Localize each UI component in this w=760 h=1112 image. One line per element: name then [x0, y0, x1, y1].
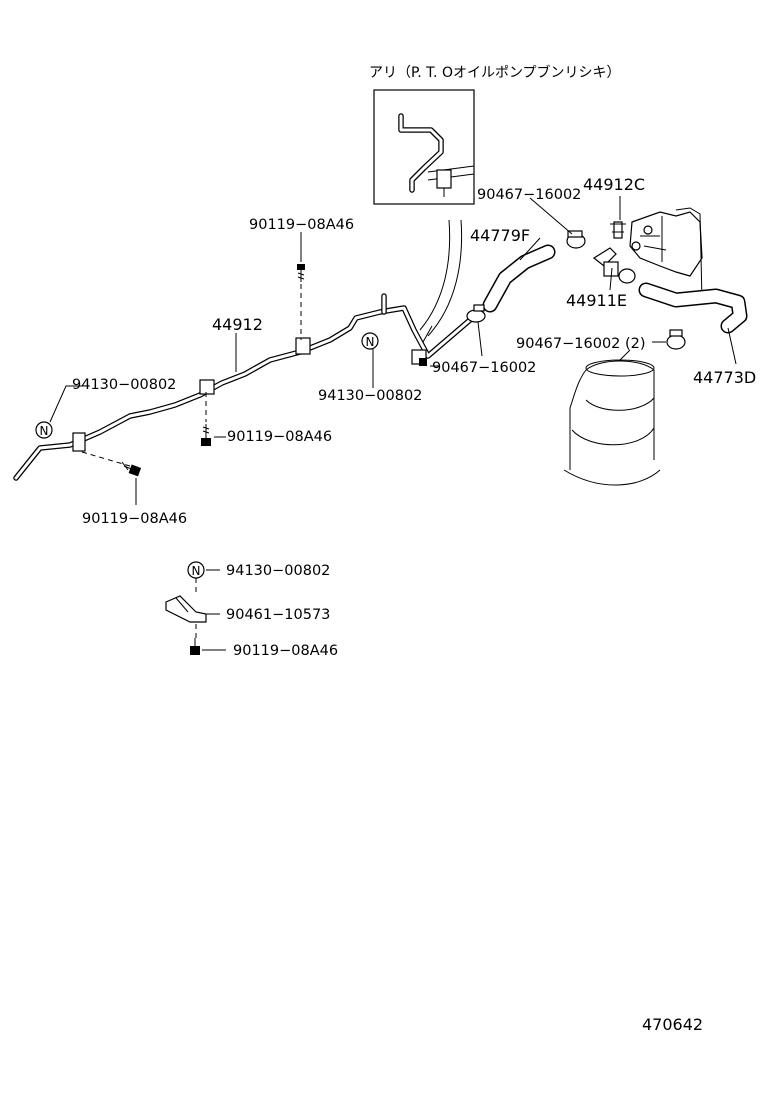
- nut-icon: N N: [35, 332, 379, 439]
- leader-lines: [49, 196, 737, 505]
- label-clamp-top: 90467−16002: [477, 187, 581, 203]
- label-union-44912c: 44912C: [583, 175, 645, 194]
- union-44912c: [610, 221, 626, 239]
- label-clamp-right: 90467−16002 (2): [516, 336, 646, 352]
- svg-text:N: N: [40, 424, 49, 438]
- label-nut-left: 94130−00802: [72, 377, 176, 393]
- label-hose-44779f: 44779F: [470, 226, 530, 245]
- hose-44773d: [638, 282, 748, 334]
- pipe-bracket: [72, 337, 427, 452]
- label-bolt-top: 90119−08A46: [249, 217, 354, 233]
- clamp-icon: [466, 230, 686, 350]
- diagram-id: 470642: [642, 1015, 703, 1034]
- svg-text:N: N: [366, 335, 375, 349]
- label-legend-bolt: 90119−08A46: [233, 643, 338, 659]
- dashed-guides: [81, 284, 302, 467]
- label-nut-center: 94130−00802: [318, 388, 422, 404]
- label-hose-44773d: 44773D: [693, 368, 756, 387]
- legend-nut: N: [187, 561, 220, 592]
- label-union-44911e: 44911E: [566, 291, 627, 310]
- reservoir-tank: [563, 349, 661, 486]
- legend-clamp: [165, 595, 220, 642]
- oil-pump: [629, 207, 703, 301]
- label-bolt-mid: 90119−08A46: [227, 429, 332, 445]
- label-bolt-left: 90119−08A46: [82, 511, 187, 527]
- label-legend-nut: 94130−00802: [226, 563, 330, 579]
- label-pipe-44912: 44912: [212, 315, 263, 334]
- label-clamp-mid: 90467−16002: [432, 360, 536, 376]
- variant-note: アリ（P. T. Oオイルポンプブンリシキ）: [369, 64, 621, 81]
- oil-pipe-44912: [13, 293, 473, 481]
- svg-text:N: N: [192, 564, 201, 578]
- union-44911e: [592, 247, 636, 284]
- hose-44779f: [482, 244, 556, 313]
- inset-arrow: [411, 219, 463, 343]
- variant-inset: [373, 89, 475, 205]
- legend-bolt: [190, 638, 226, 655]
- bolt-icon: [121, 264, 427, 477]
- label-legend-clamp: 90461−10573: [226, 607, 330, 623]
